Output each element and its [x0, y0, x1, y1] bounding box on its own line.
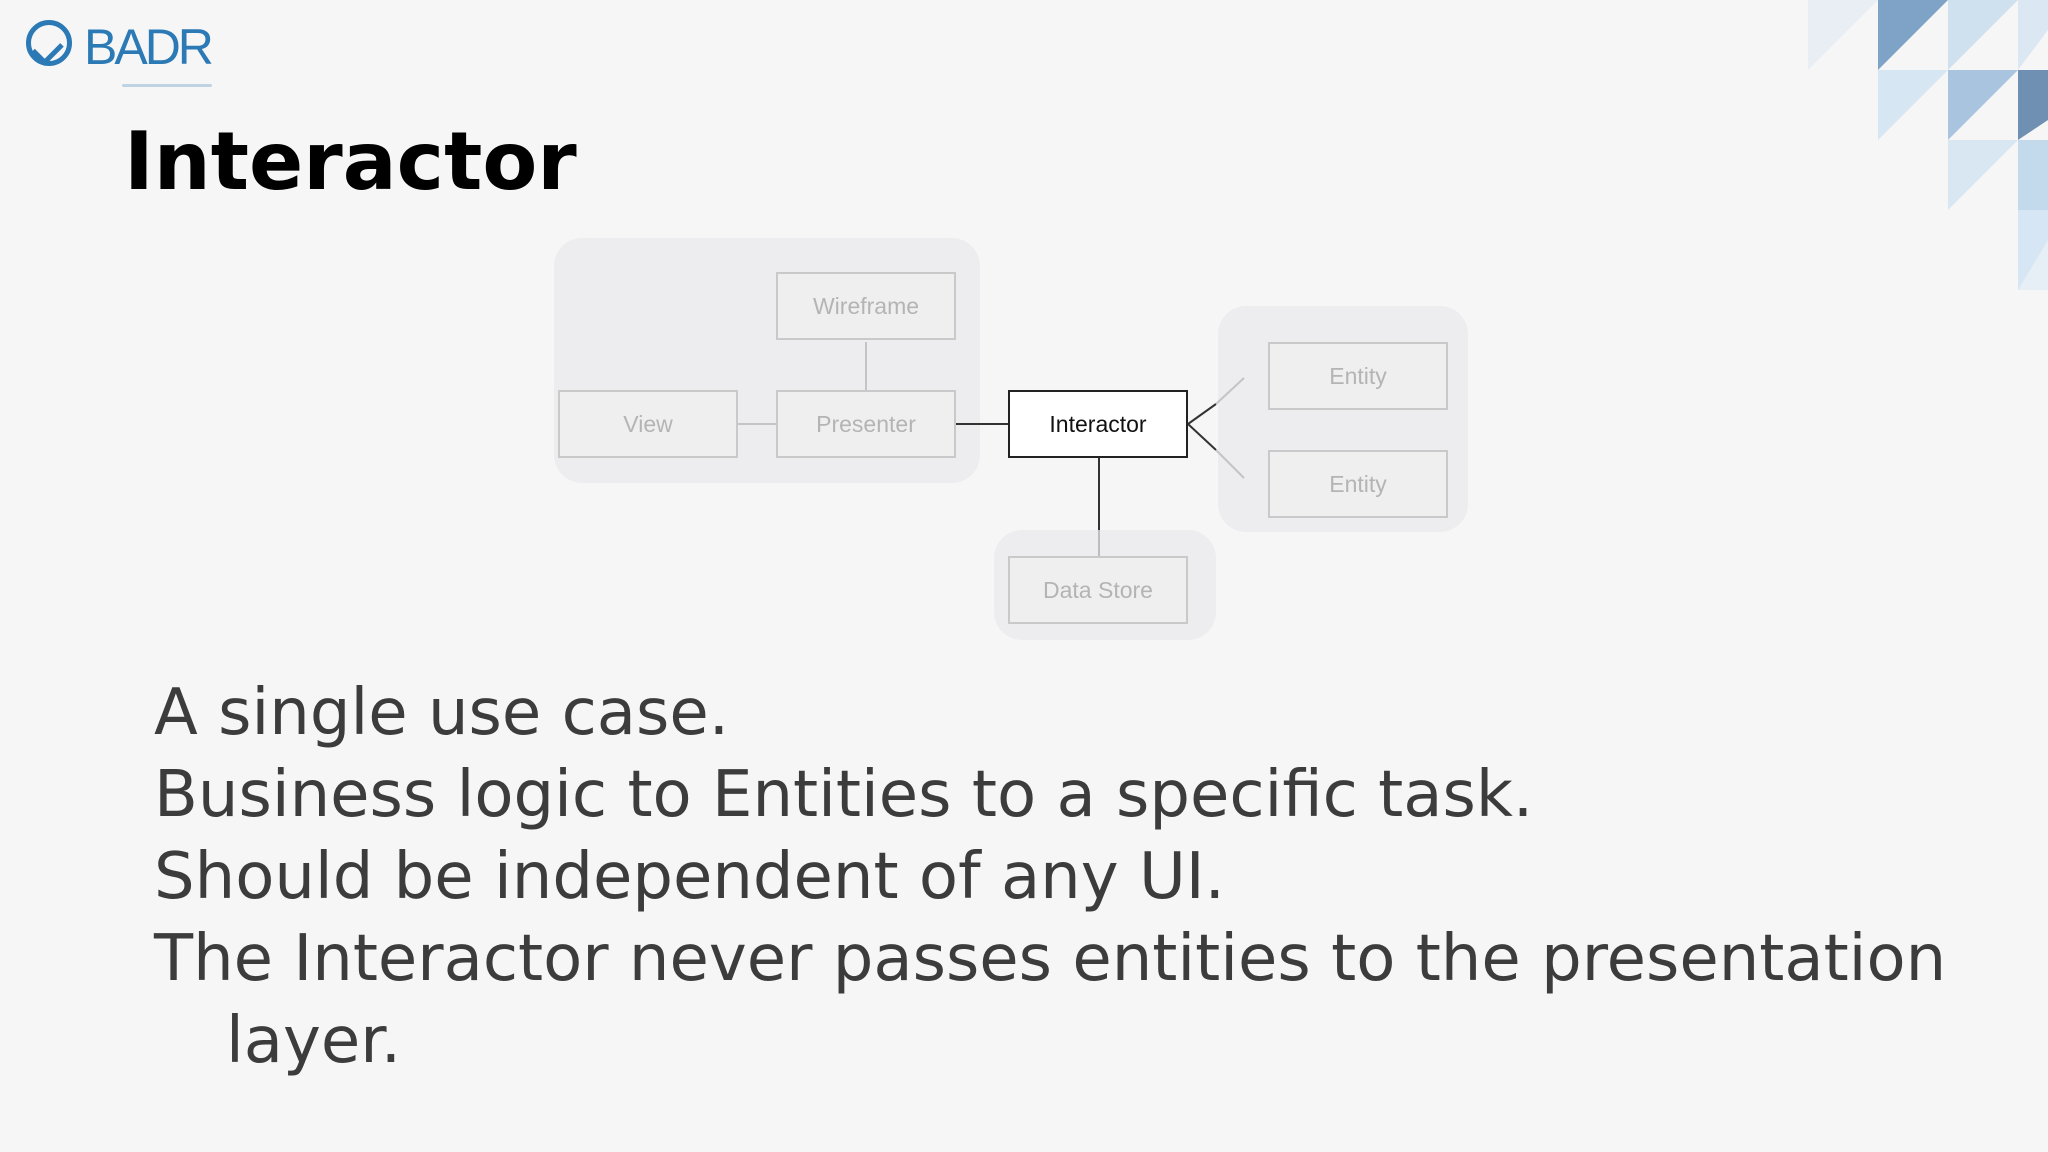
presenter-node: Presenter: [776, 390, 956, 458]
bullet-list: A single use case. Business logic to Ent…: [154, 672, 2014, 1082]
interactor-node: Interactor: [1008, 390, 1188, 458]
bullet-item: Business logic to Entities to a specific…: [154, 758, 1534, 832]
entity-node-bottom: Entity: [1268, 450, 1448, 518]
logo-mark-icon: [26, 20, 72, 66]
bullet-item: Should be independent of any UI.: [154, 840, 1225, 914]
entity-node-top: Entity: [1268, 342, 1448, 410]
corner-triangles-decoration: [1808, 0, 2048, 290]
bullet-item: The Interactor never passes entities to …: [154, 922, 1947, 1078]
bullet-item: A single use case.: [154, 676, 730, 750]
logo-text: BADR: [84, 19, 214, 75]
viper-diagram: Wireframe View Presenter Interactor Enti…: [540, 230, 1500, 650]
data-store-node: Data Store: [1008, 556, 1188, 624]
slide-title: Interactor: [124, 115, 577, 208]
badr-logo: BADR: [22, 14, 214, 87]
diagram-connectors: [738, 342, 1245, 556]
view-node: View: [558, 390, 738, 458]
wireframe-node: Wireframe: [776, 272, 956, 340]
logo-tagline-decoration: [122, 84, 212, 87]
